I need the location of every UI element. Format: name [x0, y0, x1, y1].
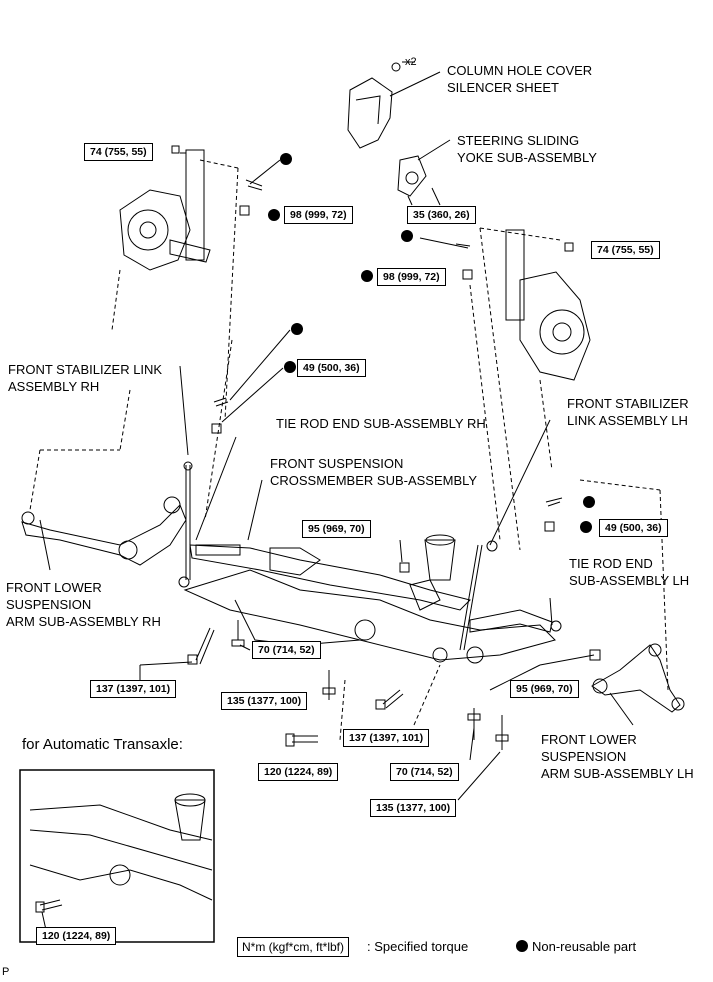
nonreusable-dot-pin-lh2: [583, 496, 595, 508]
lower-arm-rh-line2: SUSPENSION: [6, 597, 92, 612]
nonreusable-dot-pin-rh2: [291, 323, 303, 335]
torque-95-top: 95 (969, 70): [302, 520, 371, 538]
nonreusable-dot-nut-lh2: [580, 521, 592, 533]
x2-label: x2: [405, 56, 417, 68]
steering-rack-art: [189, 544, 471, 611]
steering-yoke-line1: STEERING SLIDING: [457, 133, 580, 148]
legend-torque-text: : Specified torque: [367, 939, 469, 954]
stab-link-lh-line1: FRONT STABILIZER: [567, 396, 689, 411]
stab-link-rh-line2: ASSEMBLY RH: [8, 379, 100, 394]
lh-lower-arm-art: [591, 644, 681, 713]
lower-arm-rh-line1: FRONT LOWER: [6, 580, 102, 595]
torque-49-lh: 49 (500, 36): [599, 519, 668, 537]
torque-74-rh: 74 (755, 55): [84, 143, 153, 161]
lower-arm-lh-label: FRONT LOWER SUSPENSION ARM SUB-ASSEMBLY …: [541, 731, 694, 782]
nonreusable-dot-nut-rh2: [284, 361, 296, 373]
torque-98-rh: 98 (999, 72): [284, 206, 353, 224]
rh-knuckle-art: [119, 189, 191, 271]
crossmember-line1: FRONT SUSPENSION: [270, 456, 404, 471]
inset-frame: [19, 769, 215, 943]
nonreusable-dot-nut-lh: [361, 270, 373, 282]
steering-yoke-line2: YOKE SUB-ASSEMBLY: [457, 150, 597, 165]
tie-rod-rh-label: TIE ROD END SUB-ASSEMBLY RH: [276, 416, 486, 431]
lower-arm-lh-line2: SUSPENSION: [541, 749, 627, 764]
tie-rod-lh-line1: TIE ROD END: [569, 556, 653, 571]
torque-137-a: 137 (1397, 101): [90, 680, 177, 698]
legend-nonreusable-text: Non-reusable part: [532, 939, 637, 954]
silencer-sheet-art: [347, 77, 393, 149]
lower-arm-rh-label: FRONT LOWER SUSPENSION ARM SUB-ASSEMBLY …: [6, 579, 161, 630]
lower-arm-lh-line1: FRONT LOWER: [541, 732, 637, 747]
nonreusable-dot-pin-lh: [401, 230, 413, 242]
lh-knuckle-art: [519, 271, 591, 381]
stab-link-rh-line1: FRONT STABILIZER LINK: [8, 362, 163, 377]
tie-rod-lh-label: TIE ROD END SUB-ASSEMBLY LH: [569, 555, 689, 589]
nonreusable-dot-pin-rh: [280, 153, 292, 165]
torque-137-b: 137 (1397, 101): [343, 729, 430, 747]
torque-74-lh: 74 (755, 55): [591, 241, 660, 259]
clip-art: [391, 62, 401, 72]
legend-nonreusable-dot: [516, 940, 528, 952]
torque-135-a: 135 (1377, 100): [221, 692, 308, 710]
crossmember-label: FRONT SUSPENSION CROSSMEMBER SUB-ASSEMBL…: [270, 455, 477, 489]
legend-torque-unit: N*m (kgf*cm, ft*lbf): [237, 937, 350, 957]
lower-arm-lh-line3: ARM SUB-ASSEMBLY LH: [541, 766, 694, 781]
crossmember-art: [183, 569, 556, 661]
torque-98-lh: 98 (999, 72): [377, 268, 446, 286]
torque-120-inset: 120 (1224, 89): [36, 927, 117, 945]
column-hole-cover-label: COLUMN HOLE COVER SILENCER SHEET: [447, 62, 592, 96]
stab-link-rh-label: FRONT STABILIZER LINK ASSEMBLY RH: [8, 361, 162, 395]
nonreusable-dot-nut-rh: [268, 209, 280, 221]
lower-arm-rh-line3: ARM SUB-ASSEMBLY RH: [6, 614, 161, 629]
torque-49-rh: 49 (500, 36): [297, 359, 366, 377]
bolt-art: [195, 627, 215, 665]
corner-mark: P: [2, 966, 10, 978]
stab-link-lh-label: FRONT STABILIZER LINK ASSEMBLY LH: [567, 395, 689, 429]
column-hole-cover-line1: COLUMN HOLE COVER: [447, 63, 593, 78]
stab-link-lh-line2: LINK ASSEMBLY LH: [567, 413, 688, 428]
torque-95-right: 95 (969, 70): [510, 680, 579, 698]
torque-70-a: 70 (714, 52): [252, 641, 321, 659]
tie-rod-lh-line2: SUB-ASSEMBLY LH: [569, 573, 690, 588]
crossmember-line2: CROSSMEMBER SUB-ASSEMBLY: [270, 473, 478, 488]
torque-135-b: 135 (1377, 100): [370, 799, 457, 817]
rh-lower-arm-art: [21, 504, 187, 566]
steering-yoke-label: STEERING SLIDING YOKE SUB-ASSEMBLY: [457, 132, 597, 166]
column-hole-cover-line2: SILENCER SHEET: [447, 80, 559, 95]
steering-yoke-art: [397, 155, 427, 197]
torque-120-a: 120 (1224, 89): [258, 763, 339, 781]
torque-35: 35 (360, 26): [407, 206, 476, 224]
nut-art: [239, 205, 250, 216]
auto-transaxle-heading: for Automatic Transaxle:: [22, 736, 183, 753]
torque-70-b: 70 (714, 52): [390, 763, 459, 781]
